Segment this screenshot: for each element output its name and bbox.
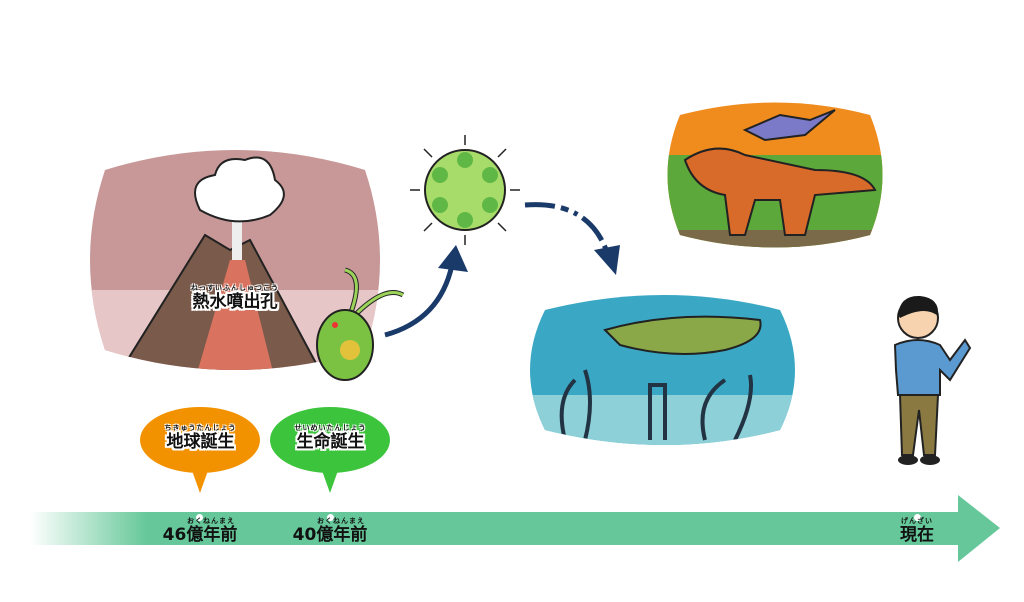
arrow-down-dashed-icon bbox=[524, 202, 620, 275]
arrow-up-icon bbox=[384, 245, 468, 338]
single-cell-organism-icon bbox=[316, 267, 405, 381]
timeline-mark-46: おくねんまえ 46億年前 bbox=[162, 517, 238, 545]
timeline-arrow bbox=[30, 495, 1000, 562]
timeline-mark-40: おくねんまえ 40億年前 bbox=[292, 517, 368, 545]
earth-birth-label: ちきゅうたんじょう 地球誕生 bbox=[164, 424, 237, 452]
person-illustration bbox=[893, 295, 972, 465]
timeline-dot bbox=[327, 514, 334, 521]
life-birth-bubble bbox=[270, 407, 390, 493]
dinosaur-era-illustration bbox=[667, 102, 883, 248]
hydrothermal-vent-label: ねっすいふんしゅつこう 熱水噴出孔 bbox=[191, 284, 279, 312]
earth-birth-bubble bbox=[140, 407, 260, 493]
timeline-dot bbox=[914, 514, 921, 521]
life-birth-label: せいめいたんじょう 生命誕生 bbox=[294, 424, 367, 452]
timeline-mark-present: げんざい 現在 bbox=[900, 517, 934, 545]
cambrian-sea-illustration bbox=[530, 295, 795, 445]
microorganism-icon bbox=[410, 135, 520, 245]
timeline-dot bbox=[196, 514, 203, 521]
